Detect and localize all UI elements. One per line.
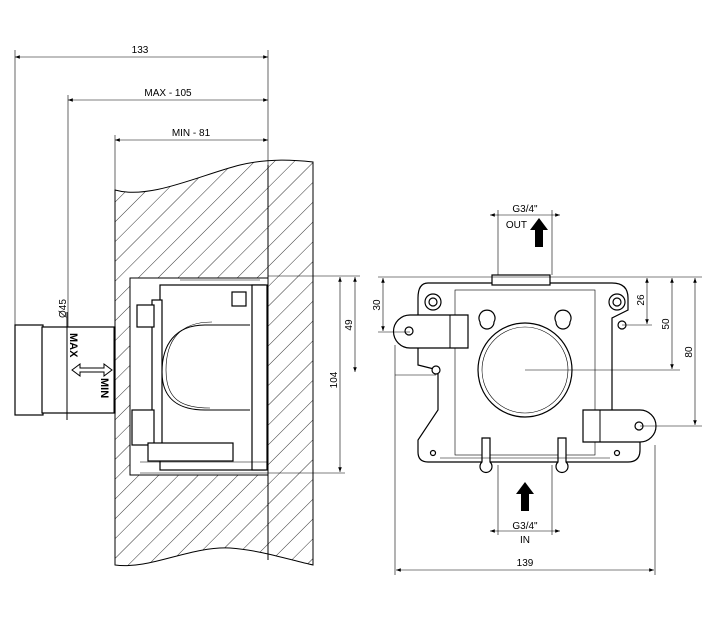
dim-right-hole: 26 (636, 294, 647, 306)
inlet-size: G3/4" (512, 521, 538, 532)
right-bracket (582, 409, 657, 443)
max-label: MAX (67, 333, 79, 358)
dim-diameter: Ø45 (58, 299, 69, 318)
dim-width: 139 (517, 558, 534, 569)
front-view: G3/4" OUT G3/4" IN 30 26 50 80 139 (372, 204, 702, 575)
dim-min: MIN - 81 (172, 128, 211, 139)
dim-center-side: 49 (344, 319, 355, 331)
dim-center-front: 50 (661, 318, 672, 330)
arrow-up-outlet-icon (530, 218, 548, 247)
left-bracket (392, 314, 469, 349)
dim-overall: 133 (132, 45, 149, 56)
side-view: MAX MIN Ø45 133 MAX - 105 MIN - 81 104 4… (14, 45, 360, 567)
dim-right-bracket: 80 (684, 346, 695, 358)
dim-height: 104 (329, 371, 340, 388)
valve-body (131, 279, 268, 471)
arrow-up-inlet-icon (516, 482, 534, 511)
outlet-label: OUT (506, 220, 527, 231)
outlet-size: G3/4" (512, 204, 538, 215)
inlet-label: IN (520, 535, 530, 546)
pipe-cylinder (14, 312, 116, 420)
dim-max: MAX - 105 (144, 88, 192, 99)
dim-left-hole: 30 (372, 299, 383, 311)
min-label: MIN (98, 378, 110, 398)
double-arrow-icon (71, 363, 113, 377)
